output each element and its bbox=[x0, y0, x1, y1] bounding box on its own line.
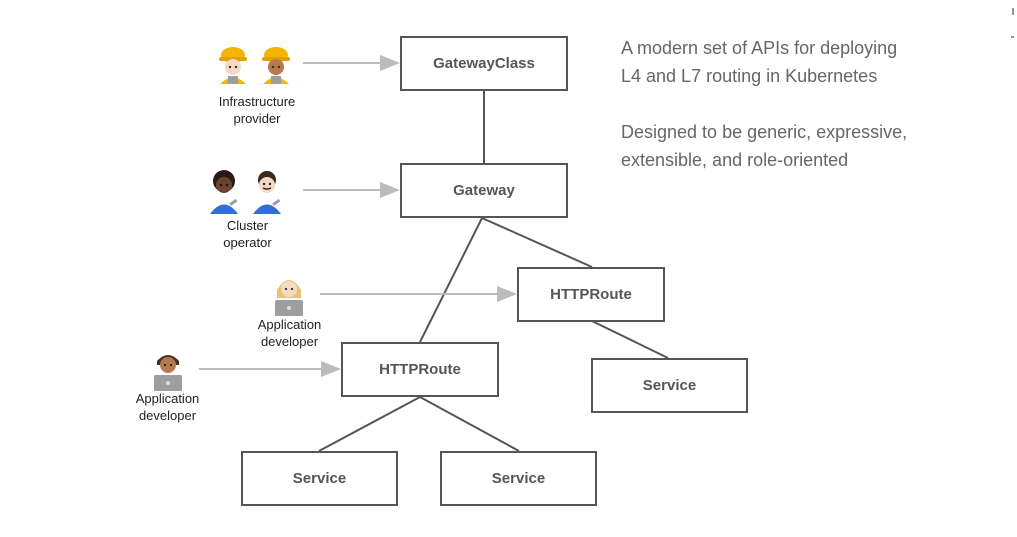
tagline-description: A modern set of APIs for deploying L4 an… bbox=[621, 38, 898, 86]
connector-httproute-left-service-left bbox=[318, 396, 421, 452]
connector-gateway-httproute-left bbox=[419, 217, 483, 343]
construction-worker-icon bbox=[219, 47, 247, 84]
gateway-box: Gateway bbox=[400, 163, 568, 218]
technologist-icon bbox=[275, 280, 303, 316]
httproute-right-box: HTTPRoute bbox=[517, 267, 665, 322]
connector-httproute-right-service bbox=[591, 320, 669, 359]
edge-mark bbox=[1012, 8, 1014, 15]
role-label-cluster-operator: Cluster operator bbox=[223, 218, 272, 250]
service-right-top-box: Service bbox=[591, 358, 748, 413]
mechanic-icon bbox=[210, 170, 238, 214]
role-label-infrastructure-provider: Infrastructure provider bbox=[218, 94, 296, 126]
edge-mark bbox=[1011, 36, 1014, 38]
connector-gateway-httproute-right bbox=[481, 217, 593, 268]
role-label-application-developer: Application developer bbox=[257, 317, 322, 349]
service-right-box: Service bbox=[440, 451, 597, 506]
connector-httproute-left-service-right bbox=[419, 396, 520, 452]
service-left-box: Service bbox=[241, 451, 398, 506]
httproute-left-box: HTTPRoute bbox=[341, 342, 499, 397]
role-label-application-developer: Application developer bbox=[135, 391, 200, 423]
tagline-design-goals: Designed to be generic, expressive, exte… bbox=[621, 122, 908, 170]
mechanic-icon bbox=[253, 171, 281, 214]
construction-worker-icon bbox=[262, 47, 290, 84]
gatewayclass-box: GatewayClass bbox=[400, 36, 568, 91]
technologist-icon bbox=[154, 355, 182, 391]
